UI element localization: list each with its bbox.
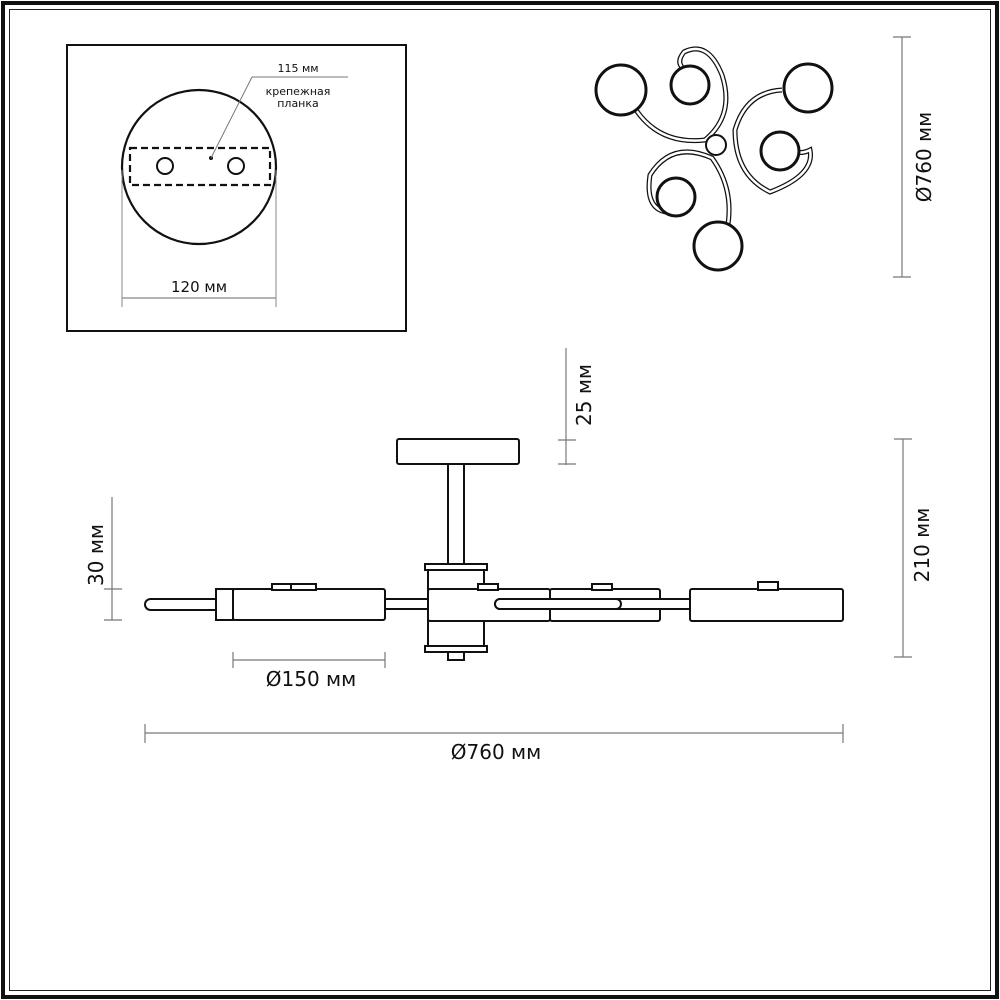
canopy-width-label: 120 мм (171, 278, 227, 296)
dimension-lines (104, 348, 912, 743)
total-diameter-label: Ø760 мм (451, 740, 541, 764)
left-shade (232, 588, 386, 621)
bracket-caption-1: крепежная (266, 85, 331, 98)
bracket-caption-2: планка (277, 97, 319, 110)
top-view (594, 36, 911, 278)
center-hub (705, 134, 727, 156)
globe-5 (655, 176, 697, 218)
globe-3 (782, 62, 834, 114)
inner-frame (9, 9, 991, 991)
shade-height-label: 30 мм (84, 524, 108, 586)
globe-1 (594, 63, 648, 117)
screw-hole-left (156, 157, 174, 175)
top-diameter-label: Ø760 мм (912, 112, 936, 202)
bracket-length-label: 115 мм (277, 62, 318, 75)
shade-diameter-label: Ø150 мм (266, 667, 356, 691)
side-view (144, 438, 844, 661)
screw-hole-right (227, 157, 245, 175)
right-shade (689, 588, 844, 622)
globe-6 (692, 220, 744, 272)
mounting-bracket (128, 146, 272, 187)
canopy-height-label: 25 мм (572, 364, 596, 426)
globe-2 (669, 64, 711, 106)
mount-inset: 115 мм крепежная планка 120 мм (66, 44, 407, 332)
side-canopy (396, 438, 520, 465)
stem (447, 463, 465, 565)
globe-4 (759, 130, 801, 172)
total-height-label: 210 мм (910, 508, 934, 583)
canopy-circle (120, 88, 278, 246)
